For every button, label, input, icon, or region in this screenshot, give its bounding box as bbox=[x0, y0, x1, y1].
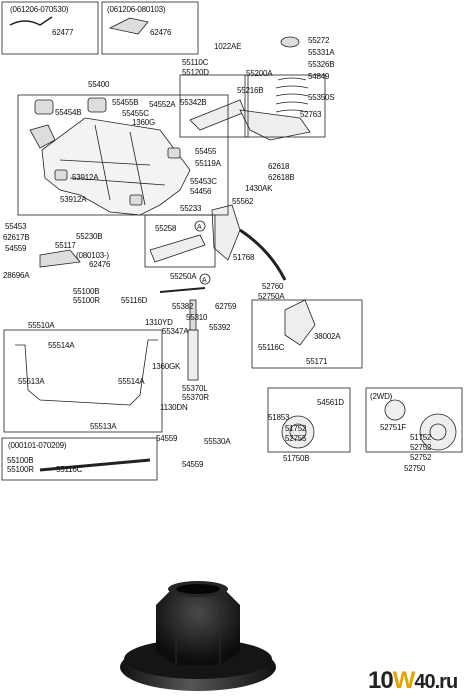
part-number: 62618 bbox=[268, 162, 290, 171]
part-number: 55100R bbox=[7, 465, 34, 474]
part-number: 55454B bbox=[55, 108, 82, 117]
svg-text:A: A bbox=[202, 277, 207, 284]
part-number: 55453C bbox=[190, 177, 217, 186]
part-number: 55110C bbox=[182, 58, 209, 67]
part-number: 55513A bbox=[90, 422, 117, 431]
part-number: 55562 bbox=[232, 197, 254, 206]
part-number: 55514A bbox=[118, 377, 145, 386]
part-number: 38002A bbox=[314, 332, 341, 341]
suspension-exploded-diagram: A A bbox=[1, 1, 463, 481]
part-number: 55116C bbox=[258, 343, 285, 352]
part-number: 51853 bbox=[268, 413, 290, 422]
part-number: 52755 bbox=[285, 434, 307, 443]
part-number: 53912A bbox=[60, 195, 87, 204]
part-number: 55326B bbox=[308, 60, 335, 69]
part-number: 55514A bbox=[48, 341, 75, 350]
part-number: 55370L bbox=[182, 384, 208, 393]
part-number: 55116C bbox=[56, 465, 83, 474]
part-number: 55530A bbox=[204, 437, 231, 446]
part-number: 52750 bbox=[404, 464, 426, 473]
part-number: 55100B bbox=[73, 287, 100, 296]
part-number: 1022AE bbox=[214, 42, 242, 51]
part-number: 54559 bbox=[5, 244, 27, 253]
box-label-080103: (080103-) bbox=[76, 251, 109, 260]
part-number: 55230B bbox=[76, 232, 103, 241]
box-label-2wd: (2WD) bbox=[370, 392, 393, 401]
part-number: 54552A bbox=[149, 100, 176, 109]
flange-nut-image bbox=[120, 581, 276, 691]
part-number: 1310YD bbox=[145, 318, 173, 327]
part-number: 55250A bbox=[170, 272, 197, 281]
part-number: 55100B bbox=[7, 456, 34, 465]
part-number: 55200A bbox=[246, 69, 273, 78]
part-number: 55119A bbox=[195, 159, 221, 168]
part-number: 55117 bbox=[55, 241, 76, 250]
part-number: 55513A bbox=[18, 377, 45, 386]
part-number: 55370R bbox=[182, 393, 209, 402]
watermark-logo: 10W40.ru bbox=[368, 666, 462, 696]
part-number: 55382 bbox=[172, 302, 194, 311]
part-number: 54849 bbox=[308, 72, 330, 81]
part-number: 55233 bbox=[180, 204, 202, 213]
part-number: 55453 bbox=[5, 222, 27, 231]
part-number: 51752 bbox=[285, 424, 307, 433]
part-number: 55455 bbox=[195, 147, 217, 156]
svg-text:A: A bbox=[197, 224, 202, 231]
part-number: 52750A bbox=[258, 292, 285, 301]
part-number: 55120D bbox=[182, 68, 209, 77]
part-number: 52752 bbox=[410, 443, 432, 452]
part-number: 52760 bbox=[262, 282, 284, 291]
part-number: 55455B bbox=[112, 98, 139, 107]
part-number: 51768 bbox=[233, 253, 255, 262]
part-number: 55258 bbox=[155, 224, 177, 233]
part-number: 62759 bbox=[215, 302, 237, 311]
part-number: 1430AK bbox=[245, 184, 273, 193]
part-number: 55310 bbox=[186, 313, 208, 322]
part-number: 55100R bbox=[73, 296, 100, 305]
part-number: 54456 bbox=[190, 187, 212, 196]
watermark-part3: 40.ru bbox=[414, 671, 458, 693]
part-number: 62476 bbox=[89, 260, 111, 269]
part-number: 55116D bbox=[121, 296, 148, 305]
watermark-part2: W bbox=[392, 667, 416, 694]
part-number: 55272 bbox=[308, 36, 330, 45]
part-number: 54559 bbox=[156, 434, 178, 443]
part-number: 28696A bbox=[3, 271, 30, 280]
part-number: 1130DN bbox=[160, 403, 188, 412]
part-number: 55347A bbox=[162, 327, 189, 336]
part-number: 54561D bbox=[317, 398, 344, 407]
part-number: 55400 bbox=[88, 80, 110, 89]
part-number: 55342B bbox=[180, 98, 207, 107]
part-number: 52763 bbox=[300, 110, 322, 119]
part-number: 51750B bbox=[283, 454, 310, 463]
part-number: 52752 bbox=[410, 453, 432, 462]
part-number: 52751F bbox=[380, 423, 406, 432]
part-number: 55216B bbox=[237, 86, 264, 95]
box-label-top-left: (061206-070530) bbox=[10, 5, 69, 14]
watermark-part1: 10 bbox=[368, 667, 394, 694]
part-number: 62617B bbox=[3, 233, 30, 242]
part-number: 53912A bbox=[72, 173, 99, 182]
part-number: 1360GK bbox=[152, 362, 181, 371]
part-number: 54559 bbox=[182, 460, 204, 469]
part-number: 55392 bbox=[209, 323, 231, 332]
part-number: 55331A bbox=[308, 48, 335, 57]
part-number: 55171 bbox=[306, 357, 328, 366]
part-number: 62618B bbox=[268, 173, 295, 182]
part-number: 51752 bbox=[410, 433, 432, 442]
part-number: 62476 bbox=[150, 28, 172, 37]
part-number: 62477 bbox=[52, 28, 74, 37]
box-label-bottom: (000101-070209) bbox=[8, 441, 67, 450]
box-label-top-mid: (061206-080103) bbox=[107, 5, 166, 14]
part-number: 1360G bbox=[132, 118, 156, 127]
part-number: 55510A bbox=[28, 321, 55, 330]
part-number: 55350S bbox=[308, 93, 335, 102]
part-number: 55455C bbox=[122, 109, 149, 118]
